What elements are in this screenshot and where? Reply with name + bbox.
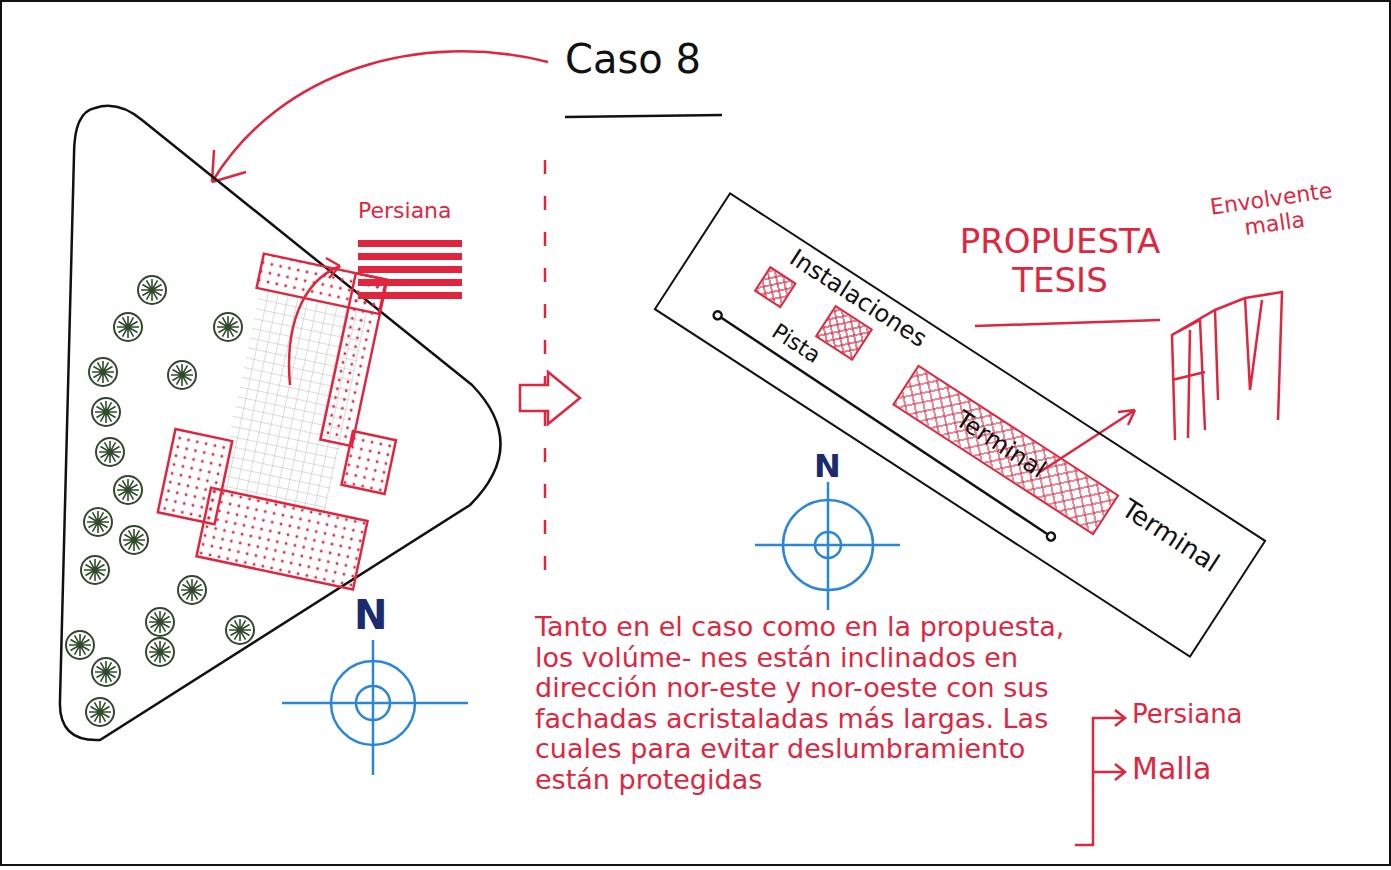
tree-symbol: [168, 361, 196, 389]
tree-branches: [69, 634, 91, 656]
tree-branches: [149, 611, 171, 633]
leader-arrow: [289, 266, 340, 385]
tree-symbol: [178, 576, 206, 604]
compass-cross: [282, 640, 468, 775]
tree-symbol: [114, 476, 142, 504]
tree-symbol: [86, 698, 114, 726]
louver-slat: [358, 292, 462, 299]
tree-branches: [89, 701, 111, 723]
building-volume: [320, 273, 387, 446]
tree-branches: [95, 661, 117, 683]
title-underline: [565, 115, 722, 117]
callout-label: Malla: [1132, 752, 1211, 787]
tree-crown: [84, 508, 112, 536]
arrow-head: [326, 258, 340, 278]
heading-label: PROPUESTA TESIS: [930, 222, 1190, 300]
tree-branches: [99, 441, 121, 463]
callout-label: Envolvente malla: [1200, 177, 1346, 247]
node-text: Terminal: [1116, 494, 1224, 579]
site-outline: [60, 106, 501, 740]
tree-crown: [89, 358, 117, 386]
tree-branches: [217, 316, 239, 338]
louver-slat: [358, 240, 462, 247]
node-text: Persiana: [358, 198, 452, 223]
bracket-arrows: [1075, 710, 1125, 845]
title-text: Caso 8: [565, 36, 701, 82]
louver-slat: [358, 279, 462, 286]
node-text: Pista: [767, 318, 825, 368]
tree-branches: [181, 579, 203, 601]
tree-crown: [114, 313, 142, 341]
compass-rose: [755, 482, 900, 610]
tree-symbol: [66, 631, 94, 659]
tree-crown: [226, 616, 254, 644]
tree-symbol: [146, 608, 174, 636]
arrow-head: [212, 150, 246, 182]
tree-symbol: [114, 313, 142, 341]
tree-crown: [114, 476, 142, 504]
tree-crown: [86, 698, 114, 726]
tree-branches: [229, 619, 251, 641]
tree-symbol: [214, 313, 242, 341]
node-text: Terminal: [950, 406, 1050, 484]
tree-crown: [138, 276, 166, 304]
note-text: Tanto en el caso como en la propuesta, l…: [535, 612, 1075, 795]
tree-branches: [123, 529, 145, 551]
tree-crown: [92, 658, 120, 686]
tree-symbol: [138, 276, 166, 304]
tree-symbol: [92, 658, 120, 686]
heading-underline: [975, 320, 1160, 326]
curved-arrow: [212, 51, 548, 182]
tree-branches: [117, 479, 139, 501]
tree-crown: [81, 556, 109, 584]
north-label: N: [354, 592, 387, 638]
tree-branches: [149, 641, 171, 663]
divider-line: [544, 160, 547, 590]
louver-node: Persiana: [352, 198, 470, 310]
tree-symbol: [96, 438, 124, 466]
tree-crown: [146, 608, 174, 636]
tree-symbol: [92, 398, 120, 426]
tree-branches: [95, 401, 117, 423]
tree-symbol: [146, 638, 174, 666]
terminal-block: Terminal: [892, 364, 1119, 535]
tree-crown: [178, 576, 206, 604]
tree-crown: [120, 526, 148, 554]
tree-crown: [168, 361, 196, 389]
runway-line: [715, 315, 1053, 536]
facility-block: [754, 266, 797, 309]
tree-crown: [96, 438, 124, 466]
tree-branches: [171, 364, 193, 386]
tree-symbol: [81, 556, 109, 584]
tree-crown: [214, 313, 242, 341]
louver-slat: [358, 266, 462, 273]
tree-branches: [87, 511, 109, 533]
compass-cross: [755, 482, 900, 610]
compass-rose: [282, 640, 468, 775]
tree-branches: [141, 279, 163, 301]
tree-branches: [92, 361, 114, 383]
tree-branches: [117, 316, 139, 338]
tree-symbol: [226, 616, 254, 644]
north-label: N: [814, 448, 841, 485]
envelope-sketch: [1172, 292, 1282, 440]
runway-end: [1045, 531, 1056, 542]
tree-symbol: [120, 526, 148, 554]
tree-symbol: [84, 508, 112, 536]
tree-branches: [84, 559, 106, 581]
runway-end: [712, 310, 723, 321]
tree-crown: [66, 631, 94, 659]
block-arrow: [520, 372, 580, 424]
building-volume: [342, 431, 396, 494]
building-volume: [196, 488, 367, 590]
callout-label: Persiana: [1132, 700, 1243, 730]
louver-slat: [358, 253, 462, 260]
tree-crown: [92, 398, 120, 426]
tree-crown: [146, 638, 174, 666]
tree-symbol: [89, 358, 117, 386]
